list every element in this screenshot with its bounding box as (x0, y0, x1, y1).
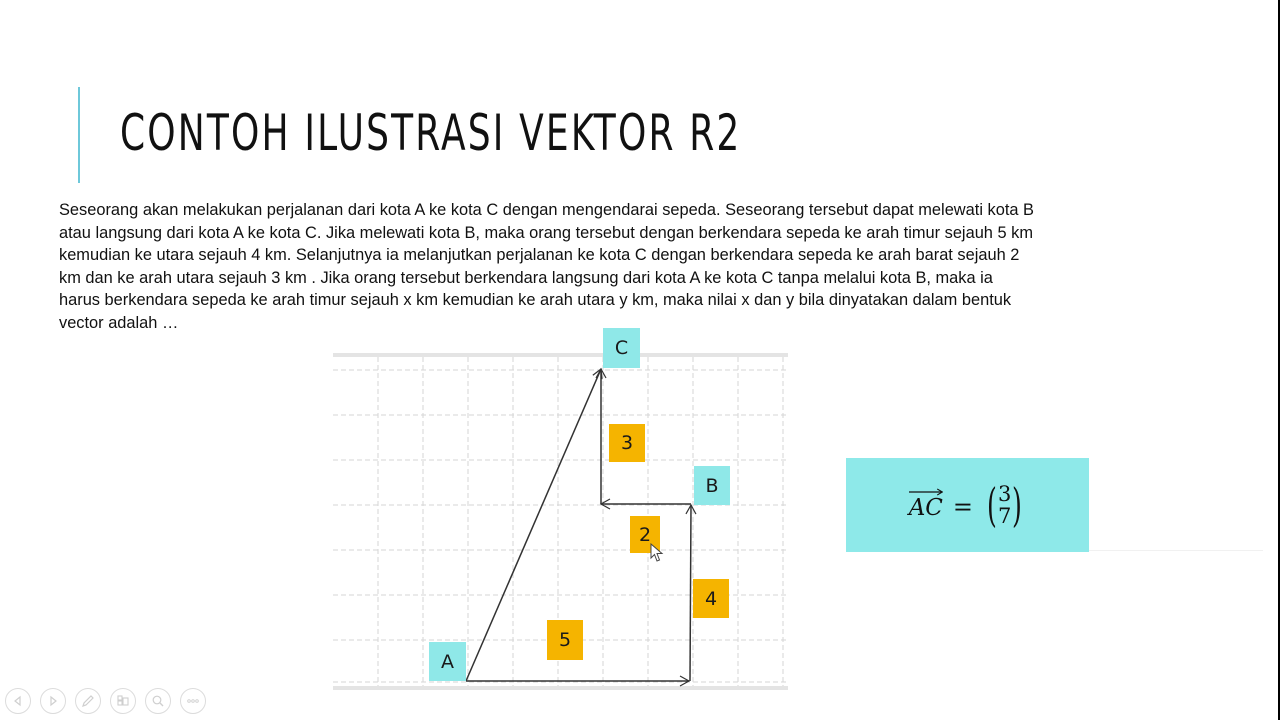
title-accent-bar (78, 87, 80, 183)
left-paren: ( (987, 478, 997, 532)
segment-east-5-label: 5 (547, 620, 583, 660)
problem-line-1: Seseorang akan melakukan perjalanan dari… (59, 201, 1034, 219)
triangle-right-icon (50, 695, 57, 707)
vector-arrow-icon (908, 488, 943, 496)
problem-line-4: km dan ke arah utara sejauh 3 km . Jika … (59, 268, 993, 287)
ellipsis-icon (187, 699, 199, 703)
segment-north-4-label: 4 (693, 579, 729, 618)
column-vector-values: 3 7 (998, 483, 1011, 527)
slides-grid-icon (117, 695, 129, 706)
vector-y-value: 7 (997, 504, 1012, 528)
result-formula-box: AC = ( 3 7 ) (846, 458, 1089, 552)
vector-x-value: 3 (997, 482, 1012, 506)
vector-name: AC (908, 488, 943, 521)
zoom-button[interactable] (145, 688, 171, 714)
column-vector: ( 3 7 ) (983, 480, 1026, 530)
mouse-cursor-icon (650, 543, 664, 562)
segment-north-3-label: 3 (609, 424, 645, 462)
slide-title: CONTOH ILUSTRASI VEKTOR R2 (120, 104, 742, 162)
right-paren: ) (1012, 478, 1023, 532)
faint-divider (1089, 550, 1263, 551)
pen-tool-button[interactable] (75, 688, 101, 714)
problem-line-6: vector adalah … (59, 313, 179, 332)
point-c-label: C (603, 328, 640, 368)
problem-line-5: harus berkendara sepeda ke arah timur se… (59, 291, 1012, 310)
problem-line-3: kemudian ke utara sejauh 4 km. Selanjutn… (59, 246, 1020, 265)
problem-text: Seseorang akan melakukan perjalanan dari… (59, 199, 1224, 335)
more-options-button[interactable] (180, 688, 206, 714)
vector-diagram: C 3 B 2 4 5 A (333, 326, 788, 694)
problem-line-2: atau langsung dari kota A ke kota C. Jik… (59, 223, 1033, 242)
vector-name-text: AC (908, 495, 943, 521)
slideshow-controls (5, 688, 206, 714)
magnifier-icon (152, 695, 164, 707)
point-a-label: A (429, 642, 466, 681)
window-edge (1278, 0, 1280, 720)
equals-sign: = (952, 493, 974, 521)
pen-icon (82, 695, 94, 707)
next-slide-button[interactable] (40, 688, 66, 714)
see-all-slides-button[interactable] (110, 688, 136, 714)
point-b-label: B (694, 466, 730, 505)
previous-slide-button[interactable] (5, 688, 31, 714)
vector-formula: AC = ( 3 7 ) (908, 480, 1027, 530)
triangle-left-icon (14, 695, 21, 707)
